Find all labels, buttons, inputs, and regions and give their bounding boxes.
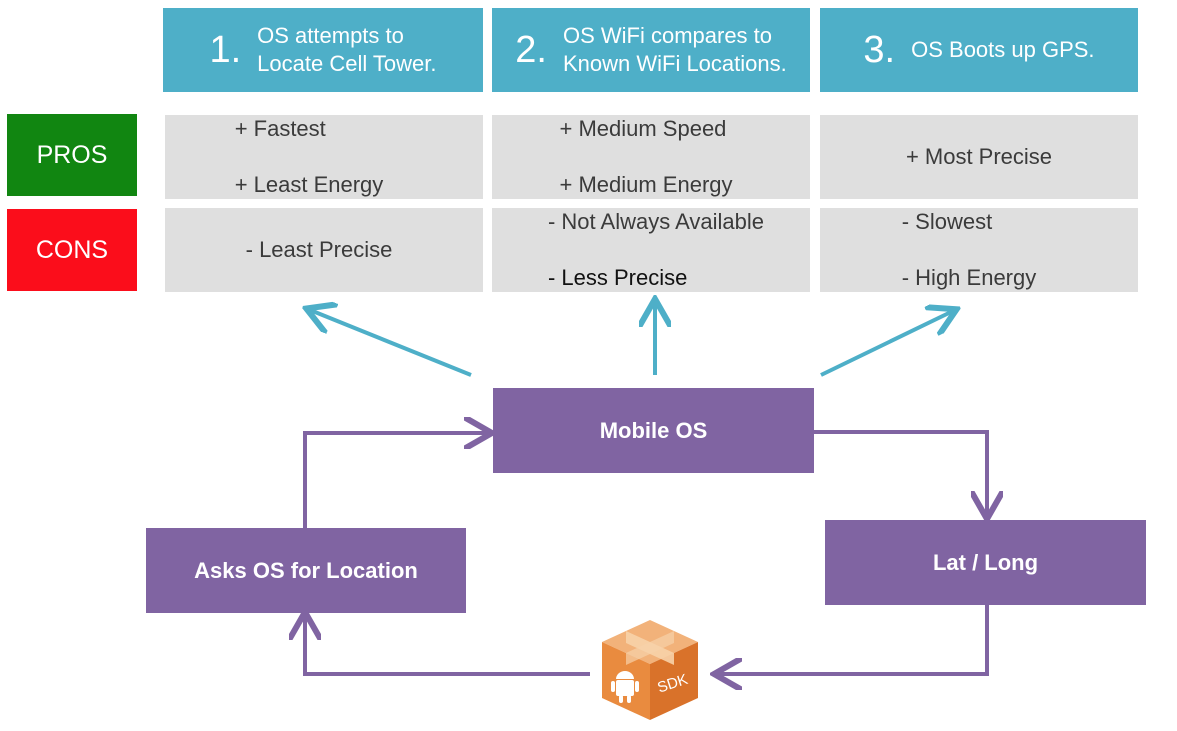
step-1-number: 1. [209,29,242,71]
pros-2-line-2: + Medium Energy [559,172,733,197]
cons-cell-3: - Slowest - High Energy [820,208,1138,292]
arrow-asks-to-mobile-os [303,433,488,528]
mobile-os-box: Mobile OS [493,388,814,473]
step-3-number: 3. [863,29,896,71]
pros-2-line-1: + Medium Speed [559,116,727,141]
arrow-mobile-os-to-latlong [814,430,987,515]
arrow-to-step-1 [310,310,472,377]
pros-1-line-1: + Fastest [234,116,326,141]
arrow-to-step-3 [820,311,953,377]
lat-long-box: Lat / Long [825,520,1146,605]
step-1-text: OS attempts to Locate Cell Tower. [257,23,437,76]
arrow-sdk-to-asks [305,616,590,676]
step-3-text: OS Boots up GPS. [911,37,1095,62]
step-2-text: OS WiFi compares to Known WiFi Locations… [562,23,787,76]
step-1-header: 1. OS attempts to Locate Cell Tower. [163,8,483,92]
cons-3-line-2: - High Energy [901,265,1037,290]
cons-1-line-1: - Least Precise [245,237,393,262]
step-2-number: 2. [515,29,547,71]
cons-3-line-1: - Slowest [901,209,993,234]
cons-2-line-1: - Not Always Available [547,209,765,234]
step-3-header: 3. OS Boots up GPS. [820,8,1138,92]
android-sdk-box-icon [602,620,698,720]
cons-cell-2: - Not Always Available - Less Precise [492,208,810,292]
pros-1-line-2: + Least Energy [234,172,384,197]
pros-3-line-1: + Most Precise [905,144,1053,169]
cons-2-line-2: - Less Precise [547,265,688,290]
pros-cell-2: + Medium Speed + Medium Energy [492,115,810,199]
pros-cell-3: + Most Precise [820,115,1138,199]
cons-cell-1: - Least Precise [165,208,483,292]
arrow-latlong-to-sdk [718,605,989,674]
step-2-header: 2. OS WiFi compares to Known WiFi Locati… [492,8,810,92]
pros-cell-1: + Fastest + Least Energy [165,115,483,199]
cons-label: CONS [7,209,137,291]
asks-os-for-location-box: Asks OS for Location [146,528,466,613]
pros-label: PROS [7,114,137,196]
